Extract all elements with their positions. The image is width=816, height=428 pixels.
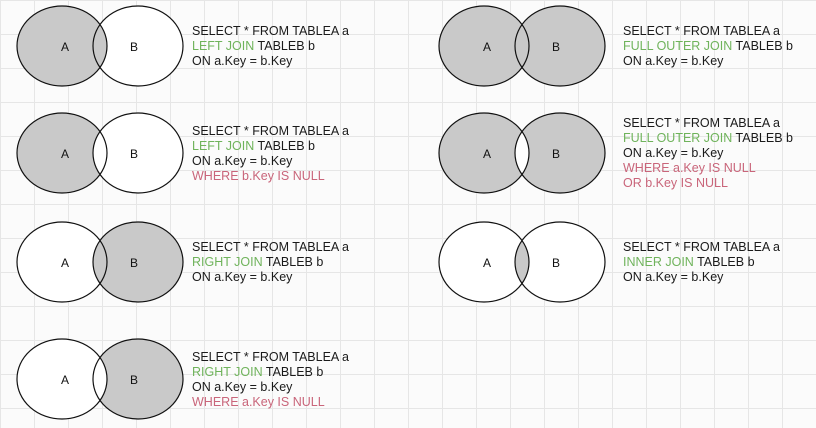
sql-line-select: SELECT * FROM TABLEA a bbox=[192, 240, 350, 254]
sql-table-b: TABLEB b bbox=[732, 131, 793, 145]
label-a: A bbox=[61, 256, 69, 270]
sql-join-keyword: LEFT JOIN bbox=[192, 139, 255, 153]
sql-table-b: TABLEB b bbox=[254, 39, 315, 53]
sql-line-select: SELECT * FROM TABLEA a bbox=[192, 24, 350, 38]
sql-where-clause: WHERE a.Key IS NULL bbox=[192, 395, 325, 409]
circle-a-outline bbox=[16, 221, 108, 303]
circle-a-outline bbox=[438, 5, 530, 87]
circle-a-outline bbox=[16, 338, 108, 420]
label-b: B bbox=[130, 256, 138, 270]
circle-b-outline bbox=[92, 338, 184, 420]
circle-b-fill bbox=[93, 222, 183, 302]
sql-line-on: ON a.Key = b.Key bbox=[192, 380, 293, 394]
sql-join-keyword: LEFT JOIN bbox=[192, 39, 255, 53]
circle-a-fill bbox=[17, 6, 107, 86]
sql-line-select: SELECT * FROM TABLEA a bbox=[623, 24, 781, 38]
circle-b-fill bbox=[93, 339, 183, 419]
sql-where-clause: WHERE b.Key IS NULL bbox=[192, 169, 325, 183]
sql-where-clause: WHERE a.Key IS NULL bbox=[623, 161, 756, 175]
sql-table-b: TABLEB b bbox=[732, 39, 793, 53]
circle-b-outline bbox=[92, 221, 184, 303]
sql-line-select: SELECT * FROM TABLEA a bbox=[192, 350, 350, 364]
label-b: B bbox=[130, 373, 138, 387]
label-a: A bbox=[483, 147, 491, 161]
label-a: A bbox=[61, 373, 69, 387]
sql-full-outer-join: SELECT * FROM TABLEA a FULL OUTER JOIN T… bbox=[623, 24, 793, 69]
sql-line-on: ON a.Key = b.Key bbox=[192, 54, 293, 68]
sql-right-join: SELECT * FROM TABLEA a RIGHT JOIN TABLEB… bbox=[192, 240, 349, 285]
circle-a-outline bbox=[438, 221, 530, 303]
sql-inner-join: SELECT * FROM TABLEA a INNER JOIN TABLEB… bbox=[623, 240, 780, 285]
circle-a-fill bbox=[17, 113, 107, 193]
sql-line-on: ON a.Key = b.Key bbox=[623, 146, 724, 160]
sql-table-b: TABLEB b bbox=[693, 255, 755, 269]
sql-line-select: SELECT * FROM TABLEA a bbox=[623, 116, 781, 130]
label-b: B bbox=[552, 147, 560, 161]
sql-line-on: ON a.Key = b.Key bbox=[623, 270, 724, 284]
sql-where-clause-or: OR b.Key IS NULL bbox=[623, 176, 728, 190]
circle-a-fill bbox=[439, 113, 529, 193]
circle-b-fill bbox=[515, 113, 605, 193]
sql-line-on: ON a.Key = b.Key bbox=[192, 154, 293, 168]
sql-right-join-exclusive: SELECT * FROM TABLEA a RIGHT JOIN TABLEB… bbox=[192, 350, 349, 410]
label-a: A bbox=[61, 147, 69, 161]
sql-line-select: SELECT * FROM TABLEA a bbox=[623, 240, 781, 254]
circle-b-outline bbox=[514, 221, 606, 303]
label-a: A bbox=[61, 40, 69, 54]
circle-b-outline bbox=[514, 5, 606, 87]
sql-join-keyword: FULL OUTER JOIN bbox=[623, 131, 733, 145]
sql-left-join: SELECT * FROM TABLEA a LEFT JOIN TABLEB … bbox=[192, 24, 349, 69]
circle-a-outline bbox=[438, 112, 530, 194]
circle-b-outline bbox=[514, 112, 606, 194]
circle-a-outline bbox=[16, 5, 108, 87]
sql-table-b: TABLEB b bbox=[254, 139, 315, 153]
sql-table-b: TABLEB b bbox=[262, 365, 324, 379]
sql-table-b: TABLEB b bbox=[262, 255, 324, 269]
circle-b-outline bbox=[92, 112, 184, 194]
label-a: A bbox=[483, 256, 491, 270]
sql-join-keyword: RIGHT JOIN bbox=[192, 365, 263, 379]
circle-b-outline bbox=[92, 5, 184, 87]
label-a: A bbox=[483, 40, 491, 54]
sql-line-on: ON a.Key = b.Key bbox=[192, 270, 293, 284]
label-b: B bbox=[130, 147, 138, 161]
sql-full-outer-join-exclusive: SELECT * FROM TABLEA a FULL OUTER JOIN T… bbox=[623, 116, 793, 191]
circle-a-outline bbox=[16, 112, 108, 194]
sql-join-keyword: INNER JOIN bbox=[623, 255, 694, 269]
sql-left-join-exclusive: SELECT * FROM TABLEA a LEFT JOIN TABLEB … bbox=[192, 124, 349, 184]
sql-join-keyword: FULL OUTER JOIN bbox=[623, 39, 733, 53]
label-b: B bbox=[552, 40, 560, 54]
sql-line-on: ON a.Key = b.Key bbox=[623, 54, 724, 68]
circle-b-fill bbox=[515, 6, 605, 86]
label-b: B bbox=[130, 40, 138, 54]
circle-a-fill bbox=[439, 6, 529, 86]
label-b: B bbox=[552, 256, 560, 270]
sql-join-keyword: RIGHT JOIN bbox=[192, 255, 263, 269]
sql-line-select: SELECT * FROM TABLEA a bbox=[192, 124, 350, 138]
